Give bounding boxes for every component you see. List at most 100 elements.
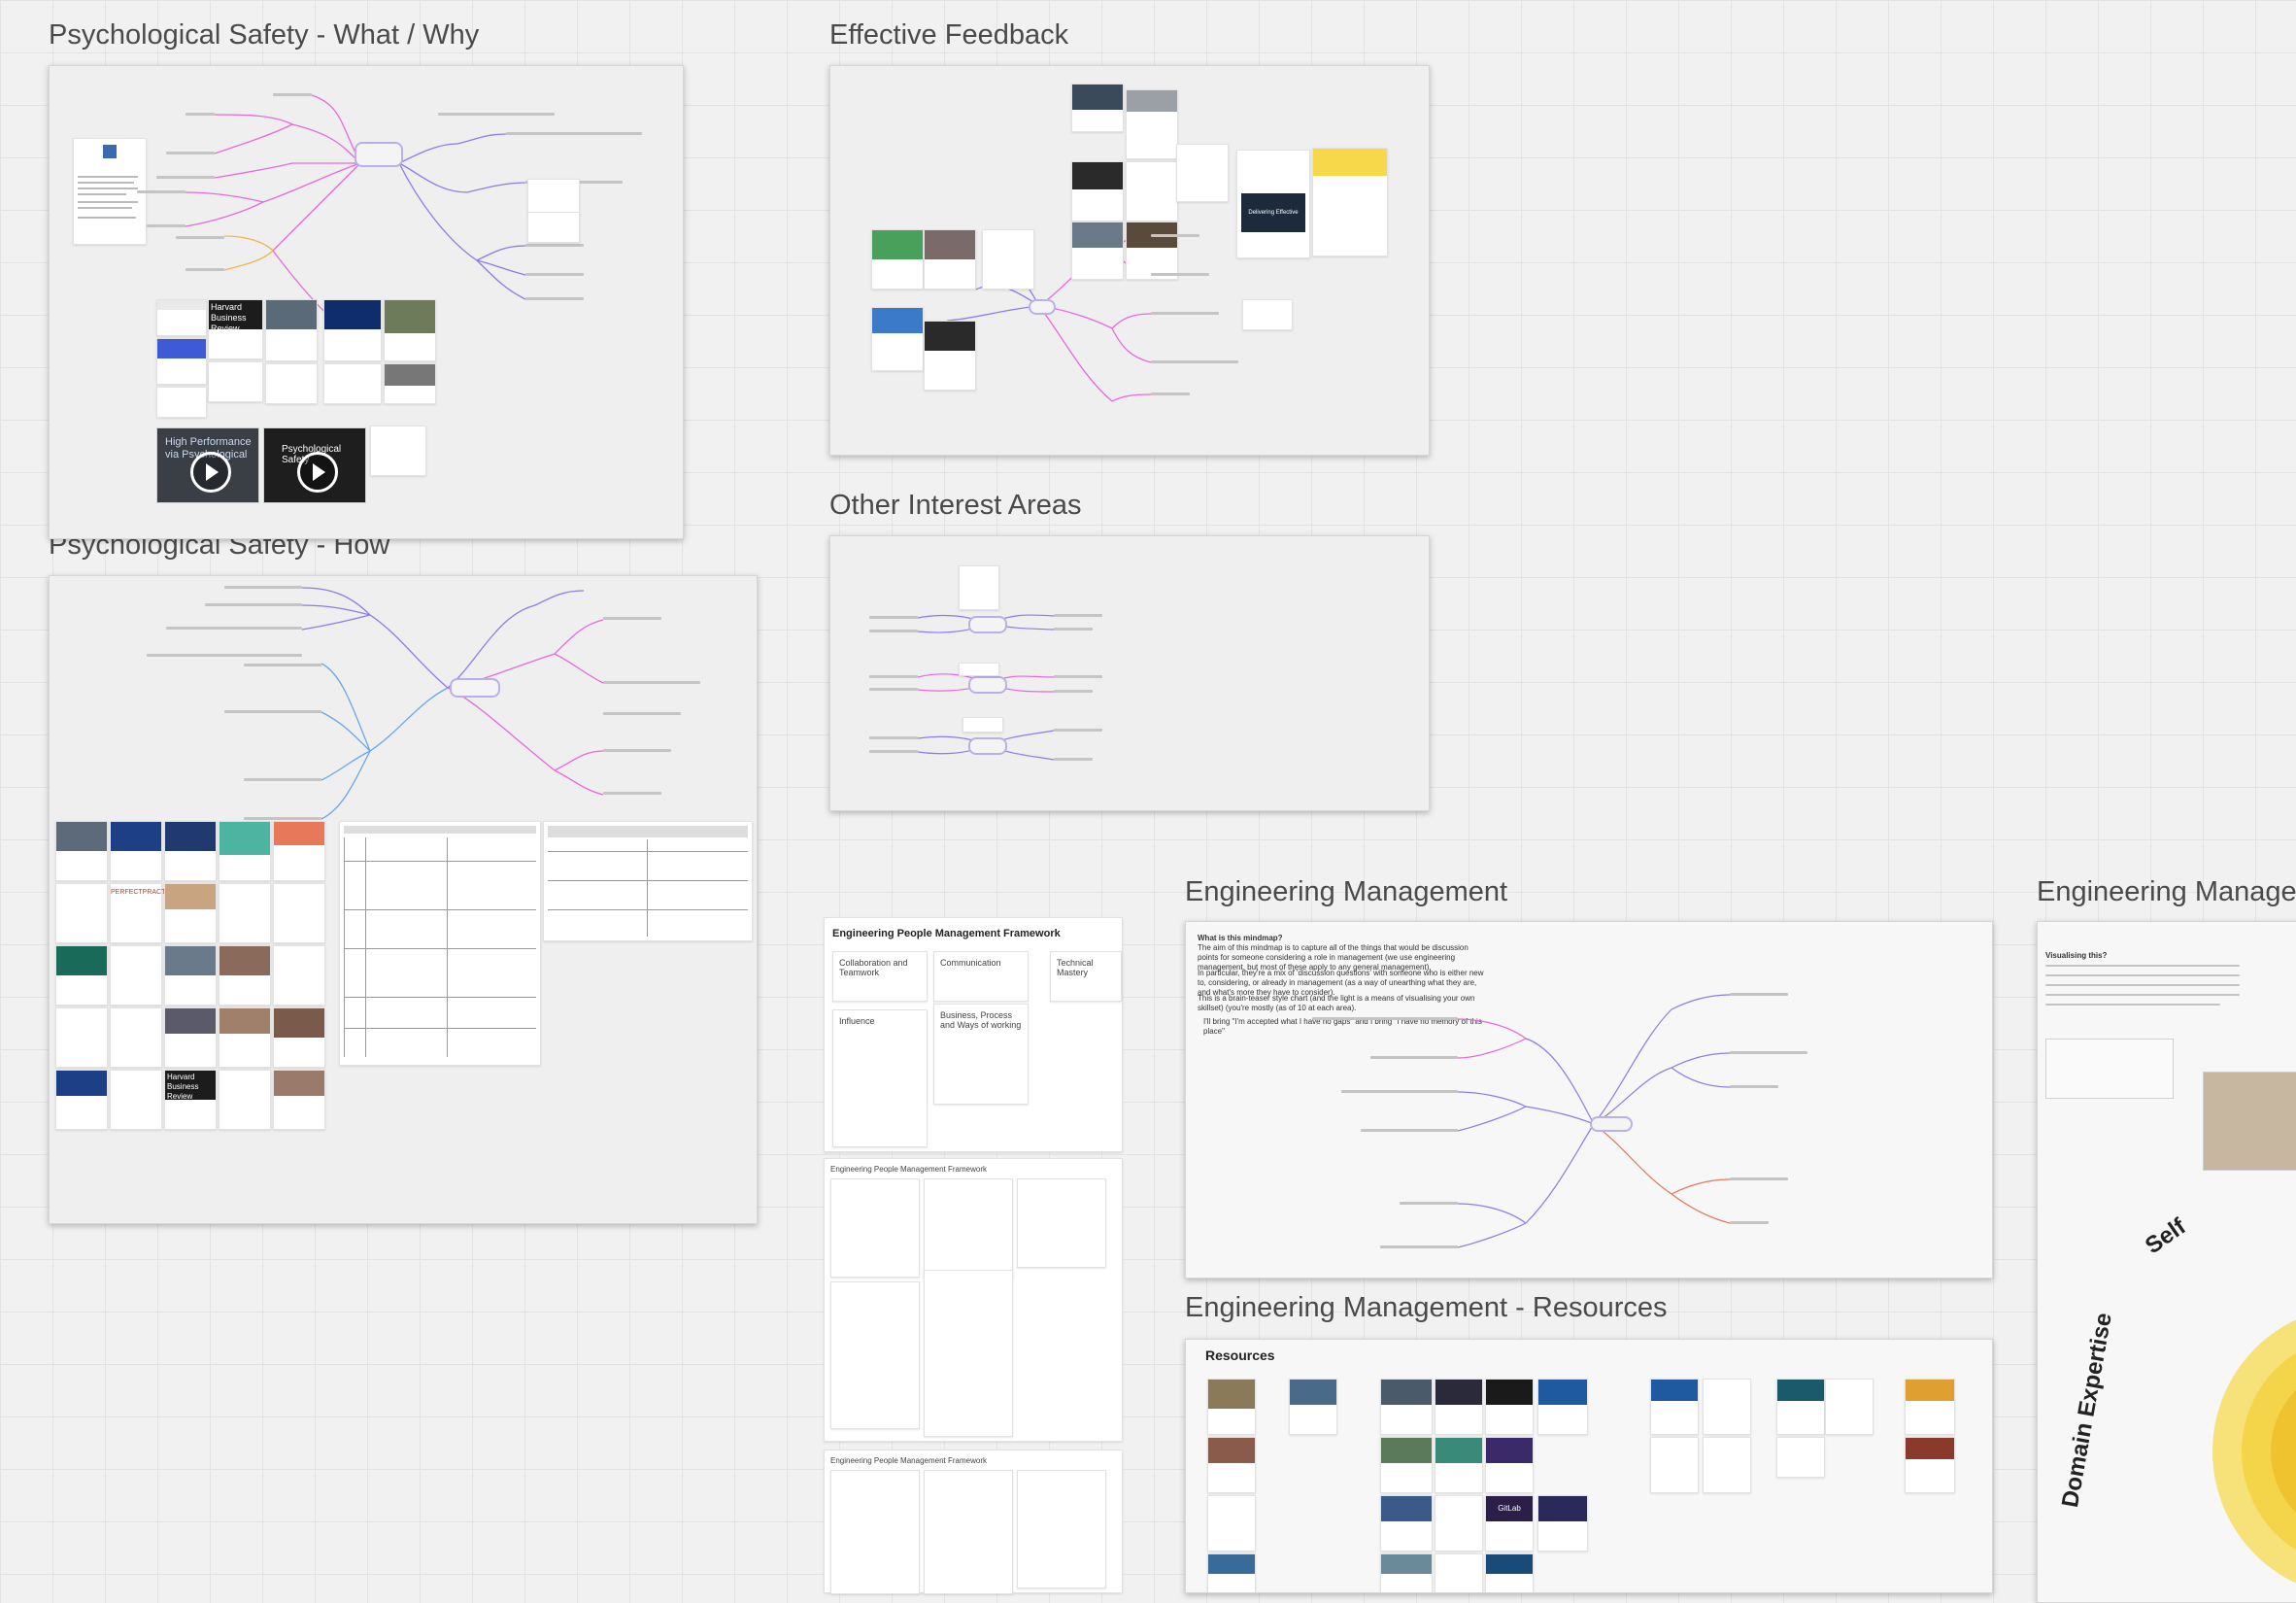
article-card[interactable] <box>871 307 924 371</box>
resource-card[interactable] <box>1537 1379 1588 1435</box>
article-card[interactable] <box>208 361 263 402</box>
article-card[interactable] <box>273 821 325 881</box>
resource-card[interactable] <box>1485 1553 1534 1592</box>
frame-em[interactable]: What is this mindmap? The aim of this mi… <box>1185 921 1993 1279</box>
resource-card[interactable] <box>1289 1379 1337 1435</box>
article-card[interactable] <box>384 299 436 361</box>
article-card[interactable] <box>110 1007 162 1068</box>
resource-card[interactable] <box>1703 1437 1751 1493</box>
frame-title-ps-what[interactable]: Psychological Safety - What / Why <box>49 19 480 51</box>
resource-card[interactable] <box>1380 1379 1433 1435</box>
article-card[interactable]: Delivering Effective Feedback <box>1236 150 1310 258</box>
article-card[interactable] <box>164 945 217 1006</box>
article-card[interactable] <box>55 883 108 943</box>
framework-doc-2[interactable]: Engineering People Management Framework <box>824 1158 1123 1442</box>
resource-card[interactable] <box>1905 1379 1955 1435</box>
frame-title-other[interactable]: Other Interest Areas <box>829 490 1082 521</box>
resource-card[interactable] <box>1776 1379 1825 1435</box>
resource-card[interactable] <box>1380 1553 1433 1592</box>
resource-card[interactable] <box>1207 1379 1256 1435</box>
resource-card-gitlab[interactable]: GitLab <box>1485 1495 1534 1552</box>
framework-doc-3[interactable]: Engineering People Management Framework <box>824 1450 1123 1594</box>
resource-card[interactable] <box>1207 1495 1256 1552</box>
frame-title-em[interactable]: Engineering Management <box>1185 876 1508 907</box>
article-card[interactable] <box>164 821 217 881</box>
article-card[interactable] <box>110 945 162 1006</box>
frame-feedback[interactable]: Delivering Effective Feedback <box>829 65 1430 456</box>
resource-card[interactable] <box>1435 1379 1483 1435</box>
frame-em-visual[interactable]: Visualising this? Self Domain Expertise <box>2037 921 2296 1603</box>
resource-card[interactable] <box>1825 1379 1874 1435</box>
frame-title-feedback[interactable]: Effective Feedback <box>829 19 1069 51</box>
play-icon[interactable] <box>297 452 338 493</box>
article-card[interactable] <box>55 821 108 881</box>
article-card[interactable] <box>164 883 217 943</box>
resource-card[interactable] <box>1435 1437 1483 1493</box>
article-card[interactable] <box>55 945 108 1006</box>
article-card[interactable] <box>273 1070 325 1130</box>
frame-em-resources[interactable]: Resources GitLab <box>1185 1339 1993 1593</box>
table-document[interactable] <box>543 821 753 941</box>
article-card[interactable] <box>110 1070 162 1130</box>
article-card[interactable] <box>384 363 436 404</box>
article-card[interactable] <box>982 229 1034 290</box>
article-card[interactable] <box>924 321 976 391</box>
article-card[interactable] <box>323 363 382 404</box>
resource-card[interactable] <box>1905 1437 1955 1493</box>
article-card[interactable] <box>164 1007 217 1068</box>
frame-other[interactable] <box>829 535 1430 811</box>
article-card[interactable] <box>219 1007 271 1068</box>
article-card-hbr[interactable]: Harvard Business Review <box>164 1070 217 1130</box>
article-card[interactable] <box>1126 222 1178 280</box>
play-icon[interactable] <box>190 452 231 493</box>
article-card[interactable] <box>1312 148 1388 256</box>
resource-card[interactable] <box>1435 1495 1483 1552</box>
article-card[interactable] <box>219 821 271 881</box>
resource-card[interactable] <box>1776 1437 1825 1478</box>
frame-title-em-cut[interactable]: Engineering Manage <box>2037 876 2296 907</box>
frame-ps-what[interactable]: Harvard Business Review High Performance… <box>49 65 684 539</box>
article-card[interactable] <box>1071 222 1124 280</box>
resource-card[interactable] <box>1207 1553 1256 1592</box>
article-card[interactable] <box>273 883 325 943</box>
resource-card[interactable] <box>1207 1437 1256 1493</box>
article-card[interactable] <box>219 883 271 943</box>
article-card[interactable] <box>156 299 207 336</box>
article-card-hbr[interactable]: Harvard Business Review <box>208 299 263 359</box>
resource-card[interactable] <box>1485 1437 1534 1493</box>
resource-card[interactable] <box>1485 1379 1534 1435</box>
article-card[interactable] <box>370 426 426 476</box>
resource-card[interactable] <box>1380 1495 1433 1552</box>
article-card[interactable] <box>273 945 325 1006</box>
article-card[interactable] <box>1126 89 1178 159</box>
article-card[interactable] <box>273 1007 325 1068</box>
resource-card[interactable] <box>1380 1437 1433 1493</box>
article-card[interactable] <box>156 338 207 385</box>
resource-card[interactable] <box>1435 1553 1483 1592</box>
table-document[interactable] <box>339 821 541 1066</box>
article-card[interactable] <box>219 945 271 1006</box>
article-card[interactable] <box>1071 84 1124 132</box>
article-card[interactable] <box>871 229 924 290</box>
article-card[interactable] <box>1126 161 1178 222</box>
video-thumbnail[interactable]: Psychological Safety <box>263 427 366 503</box>
resource-card[interactable] <box>1703 1379 1751 1435</box>
resource-card[interactable] <box>1650 1437 1699 1493</box>
article-card[interactable] <box>265 299 318 361</box>
article-card[interactable] <box>55 1007 108 1068</box>
article-card-magazine[interactable]: PERFECTPRACTICE <box>110 883 177 943</box>
article-card[interactable] <box>110 821 162 881</box>
article-card[interactable] <box>1242 299 1293 330</box>
article-card[interactable] <box>1071 161 1124 222</box>
frame-title-em-resources[interactable]: Engineering Management - Resources <box>1185 1292 1668 1323</box>
resource-card[interactable] <box>1650 1379 1699 1435</box>
article-card[interactable] <box>924 229 976 290</box>
article-card[interactable] <box>1176 144 1229 202</box>
resource-card[interactable] <box>1537 1495 1588 1552</box>
article-card[interactable] <box>55 1070 108 1130</box>
article-card[interactable] <box>156 387 207 418</box>
video-thumbnail[interactable]: High Performance via Psychological <box>156 427 259 503</box>
frame-ps-how[interactable]: PERFECTPRACTICE Harvard Business Review <box>49 575 758 1224</box>
framework-doc-1[interactable]: Engineering People Management Framework … <box>824 917 1123 1152</box>
doc-thumbnail[interactable] <box>73 138 147 245</box>
